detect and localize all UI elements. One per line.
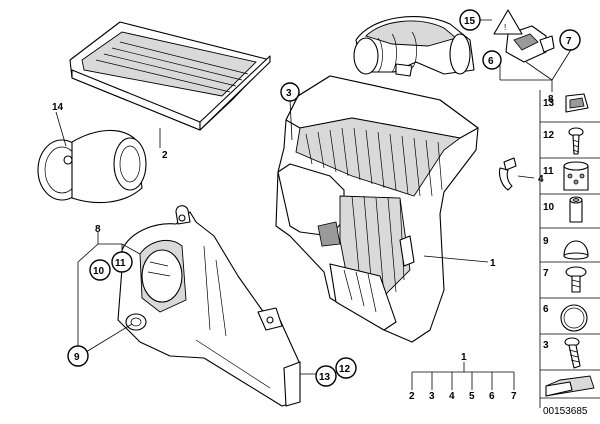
svg-text:7: 7 xyxy=(543,268,549,279)
side-parts-panel: 13 12 11 10 9 xyxy=(539,90,600,408)
svg-text:6: 6 xyxy=(488,56,494,67)
svg-text:11: 11 xyxy=(115,258,126,269)
kit-item-3: 3 xyxy=(429,391,435,402)
svg-text:12: 12 xyxy=(543,130,555,141)
kit-row: 2 3 4 5 6 7 xyxy=(409,391,517,402)
panel-item-11[interactable]: 11 xyxy=(543,161,589,191)
callout-11[interactable]: 11 xyxy=(111,251,133,273)
bottom-housing-bracket[interactable] xyxy=(117,205,301,407)
panel-item-13[interactable]: 13 xyxy=(543,93,589,113)
intake-duct[interactable] xyxy=(353,16,475,77)
air-cleaner-housing[interactable] xyxy=(275,75,479,343)
svg-text:!: ! xyxy=(504,23,506,32)
leader-lines xyxy=(55,19,573,390)
kit-item-5: 5 xyxy=(469,391,475,402)
svg-text:3: 3 xyxy=(543,340,549,351)
diagram-id: 00153685 xyxy=(543,406,588,417)
label-2: 2 xyxy=(162,150,168,161)
callout-7-sensor[interactable]: 7 xyxy=(559,29,581,51)
warning-label: ! xyxy=(493,9,523,35)
label-8-sensor: 8 xyxy=(548,94,554,105)
svg-text:13: 13 xyxy=(543,98,555,109)
panel-item-3[interactable]: 3 xyxy=(543,337,581,369)
label-4: 4 xyxy=(538,174,544,185)
label-8-bracket: 8 xyxy=(95,224,101,235)
callout-9[interactable]: 9 xyxy=(67,345,89,367)
svg-text:12: 12 xyxy=(339,364,351,375)
panel-item-9[interactable]: 9 xyxy=(543,236,589,260)
kit-item-6: 6 xyxy=(489,391,495,402)
svg-text:10: 10 xyxy=(93,266,105,277)
svg-text:10: 10 xyxy=(543,202,555,213)
callout-13-bracket[interactable]: 13 xyxy=(315,365,337,387)
label-1-kit: 1 xyxy=(461,352,467,363)
temp-sensor[interactable] xyxy=(505,25,555,63)
callout-12-bracket[interactable]: 12 xyxy=(335,357,357,379)
svg-text:7: 7 xyxy=(566,36,572,47)
svg-text:3: 3 xyxy=(286,88,292,99)
callout-3-housing[interactable]: 3 xyxy=(280,82,300,102)
svg-text:9: 9 xyxy=(74,352,80,363)
callout-15[interactable]: 15 xyxy=(459,9,481,31)
callout-10[interactable]: 10 xyxy=(89,259,111,281)
label-1: 1 xyxy=(490,258,496,269)
kit-item-7: 7 xyxy=(511,391,517,402)
svg-text:9: 9 xyxy=(543,236,549,247)
air-filter-element[interactable] xyxy=(69,21,271,131)
hose-clamp[interactable] xyxy=(498,157,517,191)
panel-item-12[interactable]: 12 xyxy=(543,127,584,155)
intake-boot[interactable] xyxy=(37,129,147,204)
panel-item-6[interactable]: 6 xyxy=(543,304,588,332)
svg-text:15: 15 xyxy=(464,16,476,27)
svg-text:11: 11 xyxy=(543,166,554,177)
panel-item-7[interactable]: 7 xyxy=(543,266,587,293)
plain-labels: 14 2 1 4 8 8 1 xyxy=(52,94,554,363)
label-14: 14 xyxy=(52,102,64,113)
svg-text:6: 6 xyxy=(543,304,549,315)
panel-item-10[interactable]: 10 xyxy=(543,196,583,223)
callout-6-sensor[interactable]: 6 xyxy=(482,50,502,70)
svg-text:13: 13 xyxy=(319,372,331,383)
kit-item-2: 2 xyxy=(409,391,415,402)
kit-item-4: 4 xyxy=(449,391,455,402)
panel-item-gasket-strip[interactable] xyxy=(545,375,595,397)
